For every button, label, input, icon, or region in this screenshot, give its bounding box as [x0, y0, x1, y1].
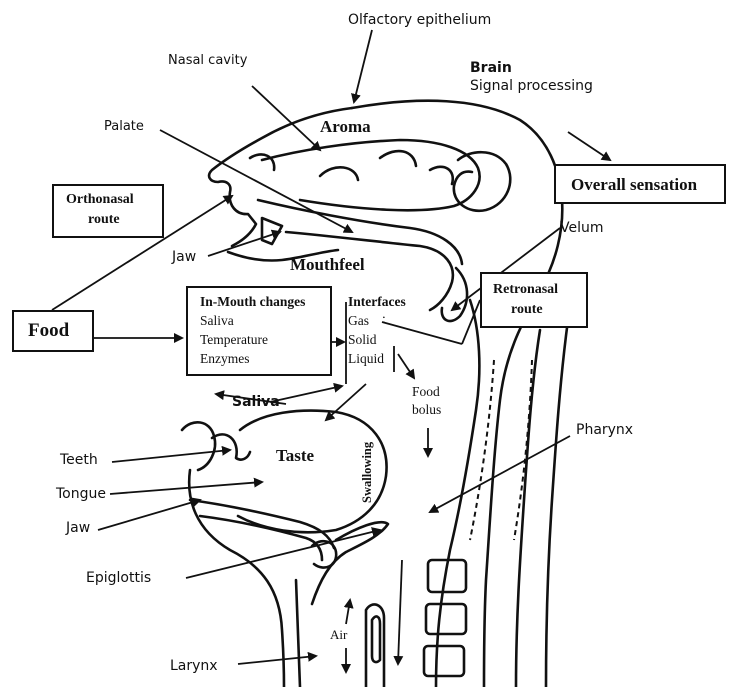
- arrow-tongue: [110, 482, 262, 494]
- orthonasal-text-line1: Orthonasal: [66, 192, 134, 208]
- arrow-olfactory: [354, 30, 372, 102]
- spine-back: [546, 320, 568, 687]
- label-jaw-upper: Jaw: [172, 249, 196, 265]
- arrow-jaw-lower: [98, 500, 200, 530]
- label-food-bolus-line1: Food: [412, 384, 440, 400]
- label-mouthfeel: Mouthfeel: [290, 255, 365, 275]
- label-signal-processing: Signal processing: [470, 78, 593, 94]
- arrow-palate: [160, 130, 352, 232]
- pharynx-wall-back: [484, 290, 540, 687]
- label-olfactory-epithelium: Olfactory epithelium: [348, 12, 491, 28]
- turbinate-1: [250, 154, 274, 170]
- arrow-swallowing-down: [398, 560, 402, 664]
- label-velum: Velum: [560, 220, 604, 236]
- label-jaw-lower: Jaw: [66, 520, 90, 536]
- interfaces-gas: Gas: [348, 313, 369, 329]
- retronasal-text-line1: Retronasal: [493, 282, 558, 298]
- trachea-inner: [372, 617, 380, 663]
- interfaces-title: Interfaces: [348, 294, 406, 310]
- arrow-saliva-to-interfaces: [270, 386, 342, 402]
- interfaces-liquid: Liquid: [348, 351, 384, 367]
- orthonasal-text-line2: route: [88, 212, 120, 228]
- in-mouth-temperature: Temperature: [200, 332, 268, 348]
- vertebra-2: [426, 604, 466, 634]
- lower-teeth: [212, 434, 250, 459]
- retronasal-route-box: Retronasal route: [480, 272, 588, 328]
- in-mouth-title: In-Mouth changes: [200, 294, 305, 310]
- label-taste: Taste: [276, 446, 314, 466]
- arrow-brain: [568, 132, 610, 160]
- label-teeth: Teeth: [60, 452, 98, 468]
- nasal-cavity-wall: [262, 140, 480, 210]
- label-brain: Brain: [470, 60, 512, 76]
- swallowing-text: Swallowing: [360, 442, 374, 503]
- interfaces-solid: Solid: [348, 332, 377, 348]
- lower-lip: [182, 422, 215, 470]
- label-aroma: Aroma: [320, 117, 371, 137]
- orthonasal-route-box: Orthonasal route: [52, 184, 164, 238]
- arrow-air-up: [346, 600, 350, 624]
- label-saliva: Saliva: [232, 394, 280, 410]
- retronasal-text-line2: route: [511, 302, 543, 318]
- turbinate-3: [380, 151, 416, 166]
- label-epiglottis: Epiglottis: [86, 570, 151, 586]
- label-nasal-cavity: Nasal cavity: [168, 54, 247, 69]
- label-food-bolus-line2: bolus: [412, 402, 441, 418]
- turbinate-4: [430, 167, 453, 184]
- arrow-to-food-bolus: [398, 354, 414, 378]
- food-text: Food: [28, 320, 69, 342]
- label-pharynx: Pharynx: [576, 422, 633, 438]
- in-mouth-changes-box: In-Mouth changes Saliva Temperature Enzy…: [186, 286, 332, 376]
- label-air: Air: [330, 628, 347, 643]
- pharynx-wall-front: [436, 300, 479, 687]
- label-larynx: Larynx: [170, 658, 218, 674]
- in-mouth-saliva: Saliva: [200, 313, 234, 329]
- arrow-pharynx: [430, 436, 570, 512]
- label-palate: Palate: [104, 120, 144, 135]
- overall-sensation-box: Overall sensation: [554, 164, 726, 204]
- label-tongue: Tongue: [56, 486, 106, 502]
- interfaces-colon: :: [382, 311, 386, 327]
- spine-front: [516, 330, 540, 687]
- food-box: Food: [12, 310, 94, 352]
- larynx-outline: [296, 580, 300, 687]
- arrow-epiglottis: [186, 530, 380, 578]
- arrow-larynx: [238, 656, 316, 664]
- vertebra-3: [424, 646, 464, 676]
- cranium-outline: [352, 101, 562, 290]
- line-interfaces-to-retronasal: [382, 322, 462, 344]
- in-mouth-enzymes: Enzymes: [200, 351, 250, 367]
- turbinate-2: [320, 167, 358, 180]
- overall-sensation-text: Overall sensation: [571, 175, 697, 195]
- label-swallowing: Swallowing: [360, 442, 374, 503]
- upper-teeth: [262, 218, 282, 244]
